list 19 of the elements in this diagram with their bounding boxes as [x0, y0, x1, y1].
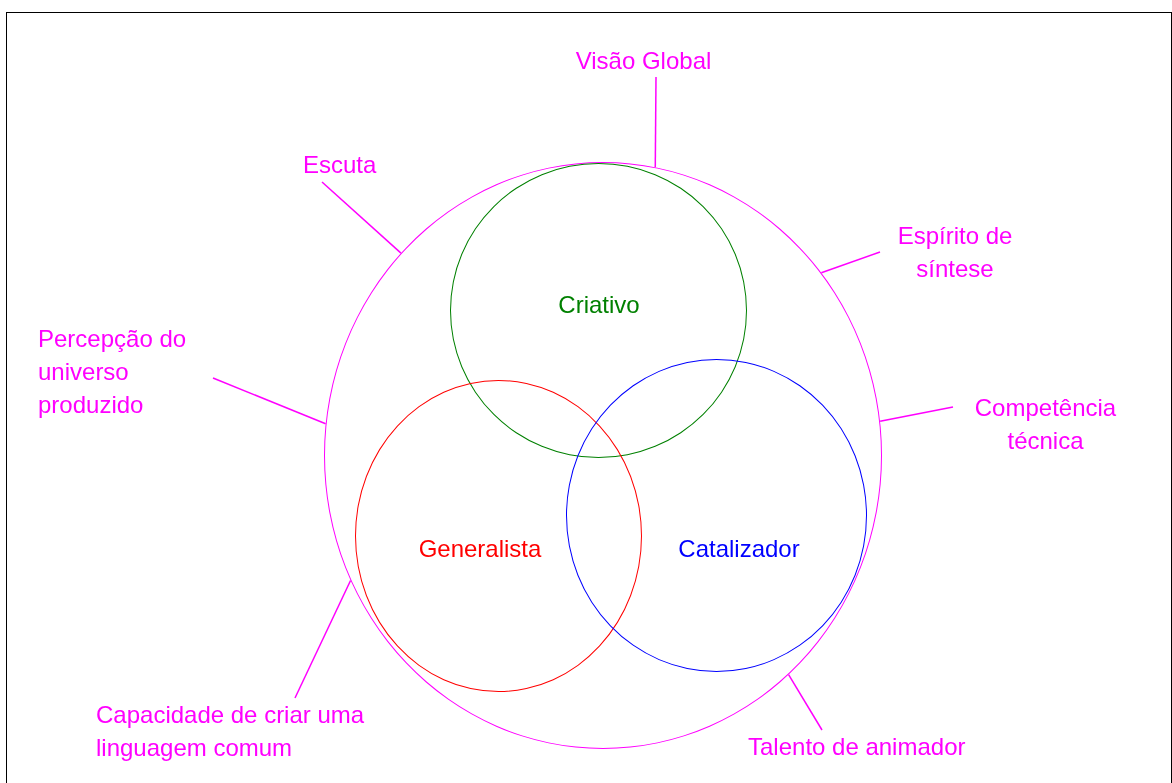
trait-label: Competência técnica: [953, 391, 1138, 457]
trait-label: Escuta: [303, 148, 398, 181]
trait-label: Talento de animador: [748, 730, 1033, 763]
trait-label: Capacidade de criar uma linguagem comum: [96, 698, 441, 764]
leader-line: [321, 181, 402, 254]
circle-outline: [450, 163, 747, 458]
trait-label: Espírito de síntese: [880, 219, 1030, 285]
trait-label: Visão Global: [556, 44, 731, 77]
leader-line: [654, 76, 657, 168]
leader-line: [820, 251, 881, 274]
leader-line: [212, 377, 327, 425]
leader-line: [294, 579, 352, 699]
circle-label: Generalista: [418, 535, 542, 563]
leader-line: [787, 673, 823, 731]
circle-label: Criativo: [558, 291, 640, 319]
circle-label: Catalizador: [678, 535, 800, 563]
leader-line: [879, 406, 954, 422]
trait-label: Percepção do universo produzido: [38, 322, 213, 421]
circle-outline: [566, 359, 867, 672]
